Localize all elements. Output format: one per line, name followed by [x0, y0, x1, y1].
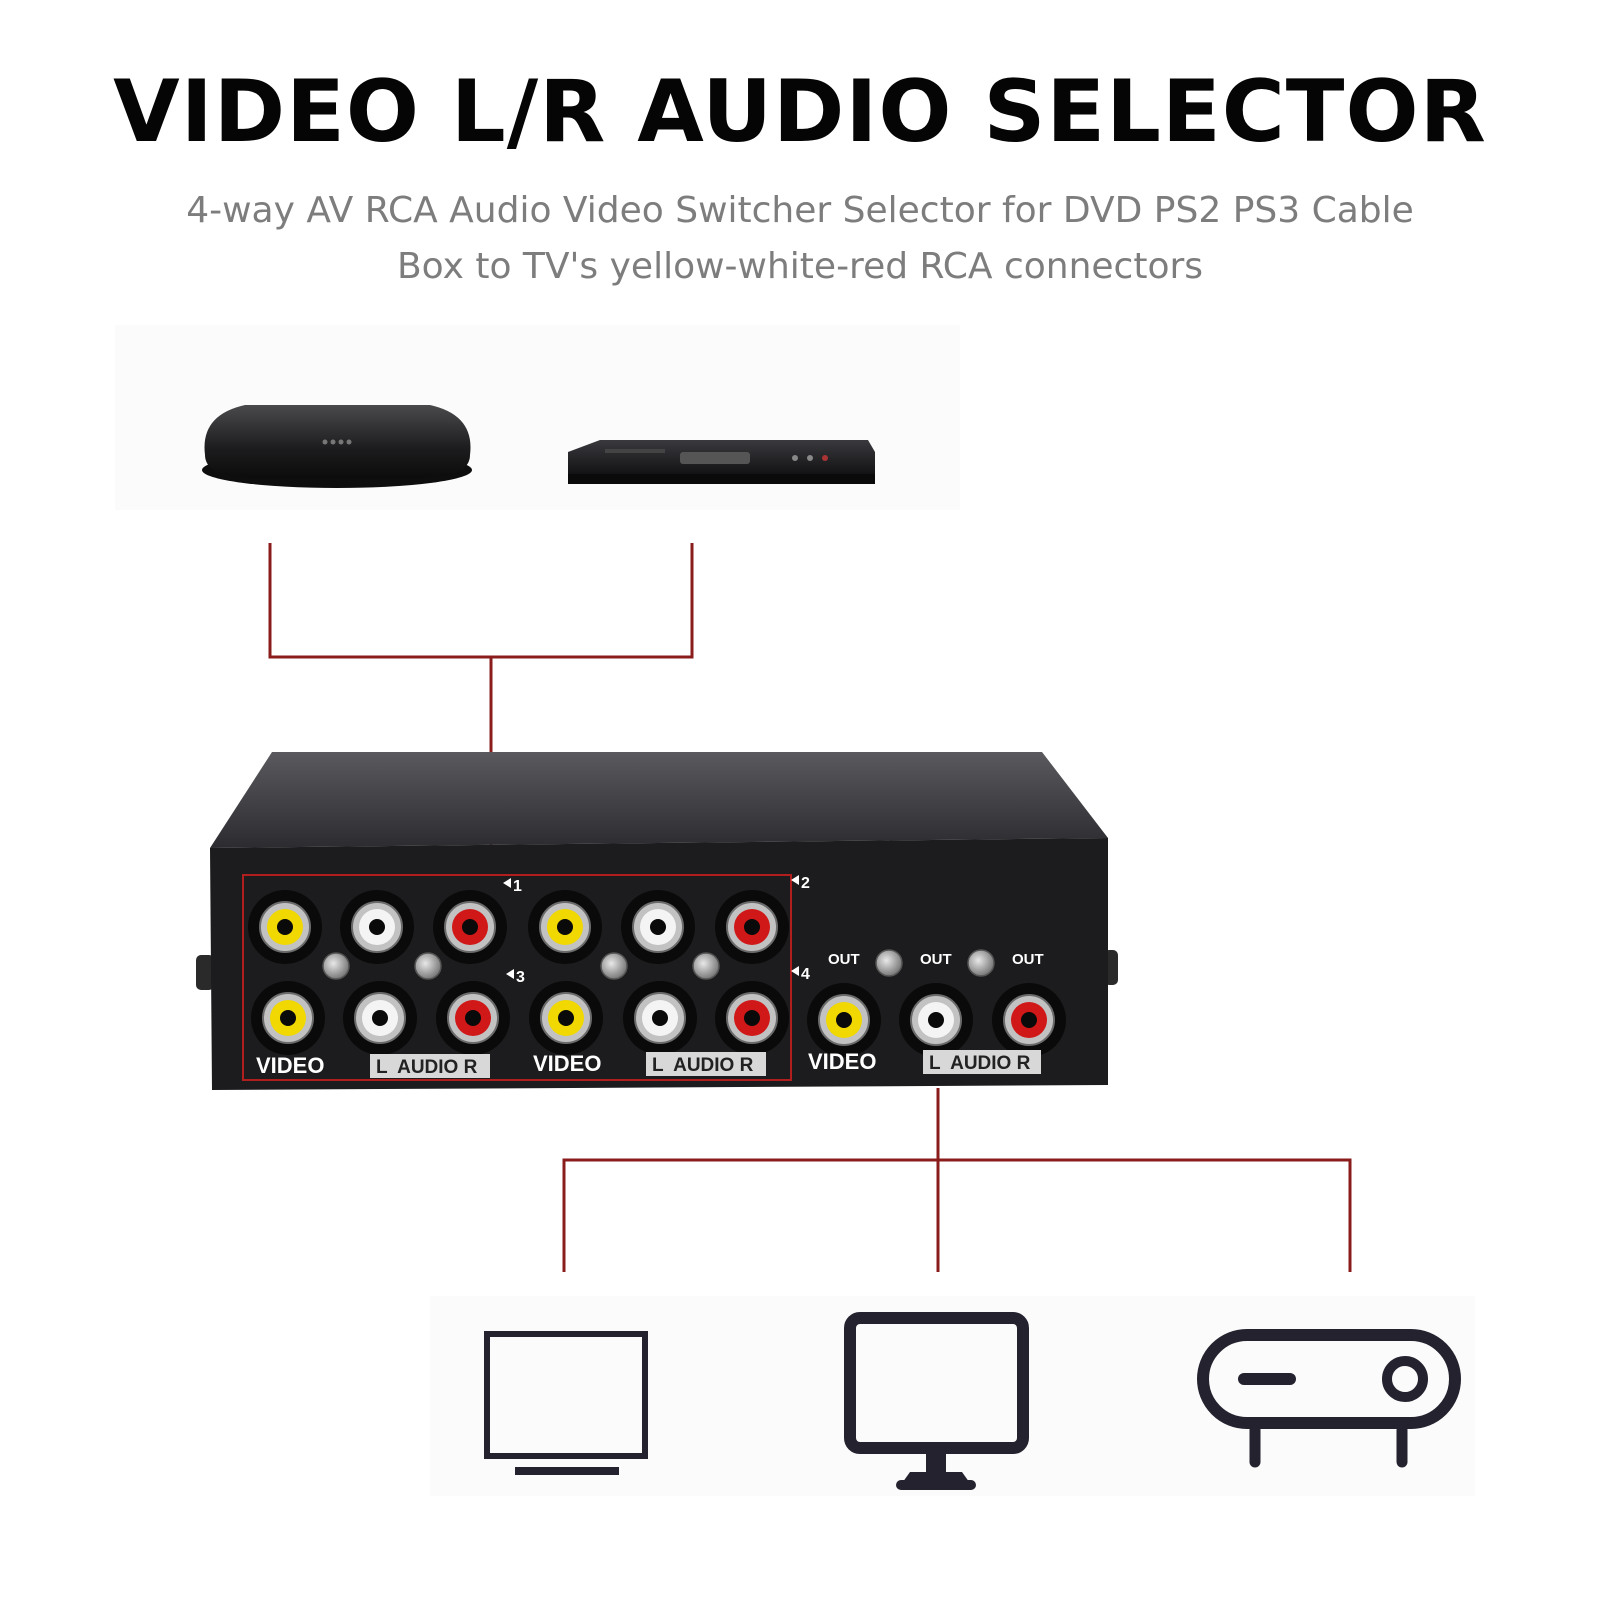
- video-input-jack-3: [251, 981, 325, 1055]
- input-ports-highlight: [242, 874, 792, 1081]
- audio-label-1: L AUDIO R: [376, 1057, 478, 1078]
- subtitle-line-2: Box to TV's yellow-white-red RCA connect…: [396, 246, 1204, 287]
- av-switcher-box: [196, 752, 1118, 1090]
- right-audio-out-label: OUT: [1012, 951, 1044, 968]
- screws: [322, 949, 995, 980]
- video-label-2: VIDEO: [533, 1051, 601, 1076]
- port-markers: 1 2 3 4: [503, 875, 810, 986]
- left-audio-input-jack-3: [343, 981, 417, 1055]
- audio-label-2: L AUDIO R: [652, 1055, 754, 1076]
- video-input-jack-1: [248, 890, 322, 964]
- audio-output-label-box: [923, 1050, 1041, 1074]
- right-audio-input-jack-2: [715, 890, 789, 964]
- video-out-label: OUT: [828, 951, 860, 968]
- audio-output-label: L AUDIO R: [929, 1053, 1031, 1074]
- right-audio-input-jack-3: [436, 981, 510, 1055]
- video-output-jack: [807, 983, 881, 1057]
- right-audio-input-jack-4: [715, 981, 789, 1055]
- left-audio-output-jack: [899, 983, 973, 1057]
- tv-icon: [484, 1331, 648, 1475]
- left-audio-input-jack-2: [621, 890, 695, 964]
- output-connector-lines: [562, 1088, 1352, 1272]
- left-audio-input-jack-4: [623, 981, 697, 1055]
- video-output-label: VIDEO: [808, 1049, 876, 1074]
- video-input-jack-2: [528, 890, 602, 964]
- audio-label-2-box: [646, 1052, 766, 1076]
- port-3-label: 3: [516, 969, 525, 986]
- left-audio-input-jack-1: [340, 890, 414, 964]
- right-audio-input-jack-1: [433, 890, 507, 964]
- port-1-label: 1: [513, 878, 522, 895]
- right-audio-output-jack: [992, 983, 1066, 1057]
- port-4-label: 4: [801, 966, 810, 983]
- port-2-label: 2: [801, 875, 810, 892]
- tv-box-icon: [202, 405, 472, 488]
- monitor-icon: [844, 1312, 1029, 1490]
- left-audio-out-label: OUT: [920, 951, 952, 968]
- dvd-player-icon: [568, 440, 875, 484]
- audio-label-1-box: [370, 1054, 490, 1078]
- projector-icon: [1197, 1329, 1461, 1468]
- subtitle-line-1: 4-way AV RCA Audio Video Switcher Select…: [186, 190, 1414, 231]
- video-label-1: VIDEO: [256, 1053, 324, 1078]
- video-input-jack-4: [529, 981, 603, 1055]
- display-backdrop: [430, 1296, 1475, 1496]
- page-title: VIDEO L/R AUDIO SELECTOR: [113, 62, 1487, 162]
